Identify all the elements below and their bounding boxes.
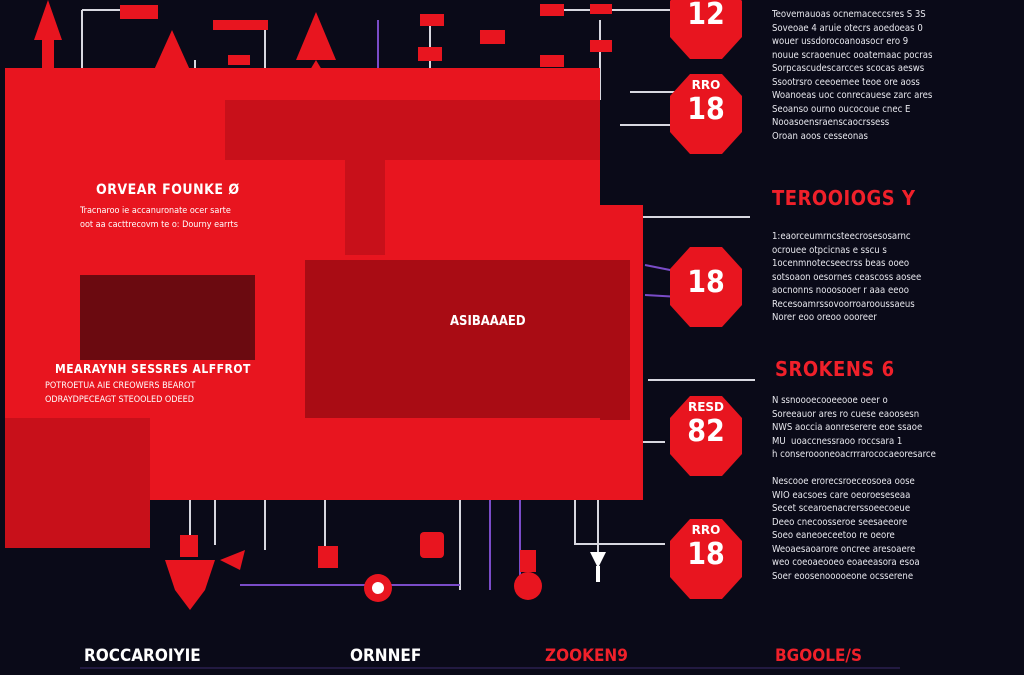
section-1-body: Teovemauoas ocnemaceccsres S 3S Soveoae … <box>772 9 933 142</box>
badge-number: 18 <box>687 92 725 127</box>
badge-number: 12 <box>687 0 725 32</box>
footer-label-2: ORNNEF <box>350 646 422 666</box>
panel-inner-box <box>345 160 385 255</box>
panel-left-lower <box>5 418 150 548</box>
badge-top-label: RESD <box>687 400 725 414</box>
badge-top-label: RRO <box>691 523 721 537</box>
panel-center-label: ASIBAAAED <box>450 314 526 329</box>
badge-number: 18 <box>687 537 725 572</box>
section-3-heading: SROKENS 6 <box>775 357 895 381</box>
panel-left-body-line-2: ODRAYDPECEAGT STEOOLED ODEED <box>45 395 194 405</box>
panel-center-shaded <box>305 260 630 420</box>
badge-1: 12 <box>668 0 744 61</box>
badge-shape <box>670 0 742 59</box>
badge-number: 18 <box>687 265 725 300</box>
badge-number: 82 <box>687 414 725 449</box>
badge-shape <box>670 247 742 327</box>
panel-dark-window <box>80 275 255 360</box>
section-2-body: 1:eaorceumrncsteecrosesosarnc ocrouee ot… <box>772 231 922 323</box>
panel-bottom-strip <box>150 418 600 500</box>
badge-shape <box>670 74 742 154</box>
panel-main-body-line-2: oot aa cacttrecovm te o: Dourny earrts <box>80 220 238 230</box>
badge-3: 18 <box>668 243 744 329</box>
panel-upper-right <box>225 100 600 160</box>
badge-top-label: RRO <box>691 78 721 92</box>
panel-main-body-line-1: Tracnaroo ie accanuronate ocer sarte <box>80 206 231 216</box>
panel-left-body-line-1: POTROETUA AIE CREOWERS BEAROT <box>45 381 196 391</box>
section-2-heading: TEROOIOGS Y <box>772 186 916 210</box>
panel-main-title: ORVEAR FOUNKE Ø <box>96 182 240 198</box>
badge-shape <box>670 519 742 599</box>
footer-label-4: BGOOLE/S <box>775 646 863 666</box>
section-3-body: N ssnoooecooeeooe oeer o Soreeauor ares … <box>772 395 936 582</box>
footer-label-3: ZOOKEN9 <box>545 646 628 666</box>
panel-left-title: MEARAYNH SESSRES ALFFROT <box>55 362 251 376</box>
footer-label-1: ROCCAROIYIE <box>84 646 201 666</box>
badge-shape <box>670 396 742 476</box>
